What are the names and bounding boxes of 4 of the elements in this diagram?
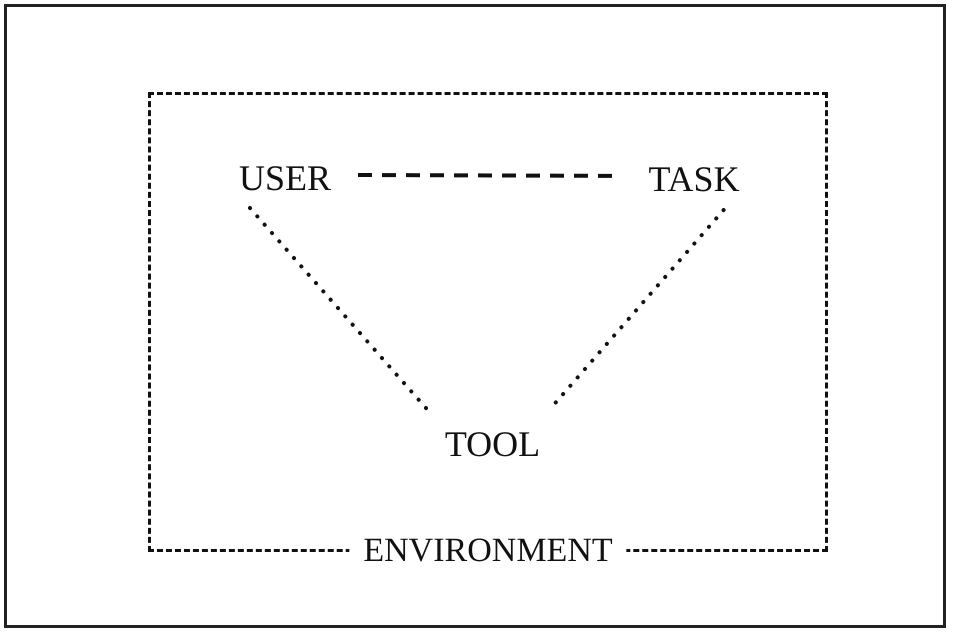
- term-label: TOOL: [425, 410, 560, 478]
- dotted-line: [248, 206, 430, 412]
- term-label: TASK: [620, 148, 768, 210]
- term-label: USER: [212, 148, 358, 208]
